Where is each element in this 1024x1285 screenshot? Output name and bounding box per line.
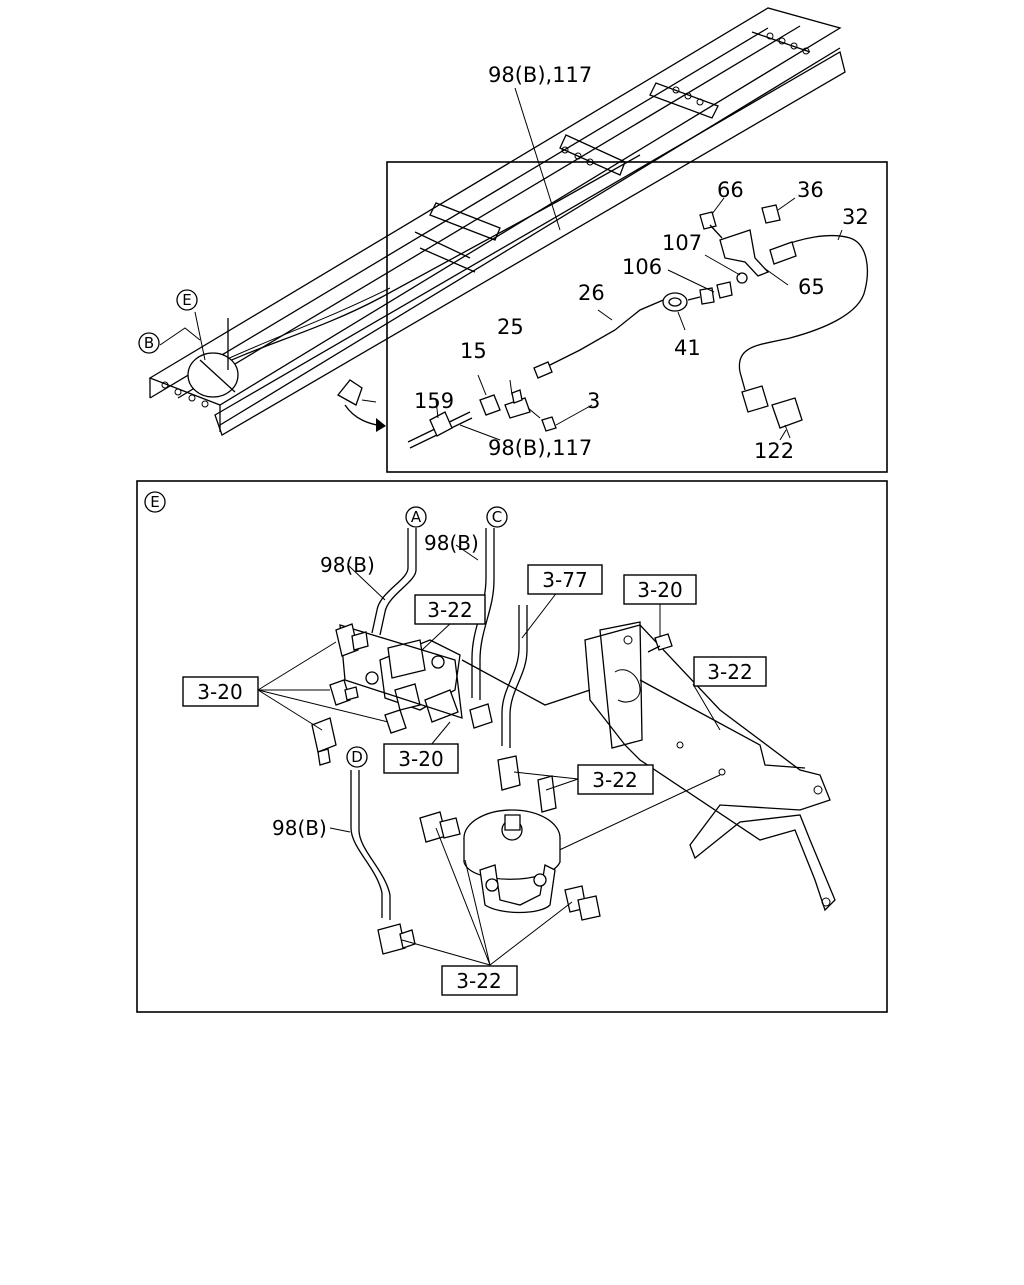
ref-box-3-77: 3-77 [542,568,587,592]
ref-box-3-20-lower: 3-20 [398,747,443,771]
callout-65: 65 [798,275,825,299]
callout-106: 106 [622,255,662,279]
callout-107: 107 [662,231,702,255]
ref-box-3-20-fittings: 3-20 [197,680,242,704]
callout-26: 26 [578,281,605,305]
chassis-frame [148,7,846,436]
ref-box-3-20-bolt: 3-20 [637,578,682,602]
circle-ref-a: A [411,508,422,526]
ref-box-3-22-fittings: 3-22 [592,768,637,792]
pipe-label-c: 98(B) [424,531,479,555]
callout-frame-pipe: 98(B),117 [488,63,592,87]
callout-detail-pipe: 98(B),117 [488,436,592,460]
circle-ref-c: C [492,508,502,526]
ref-box-3-22-relay: 3-22 [456,969,501,993]
callout-3: 3 [587,389,600,413]
pipe-label-a: 98(B) [320,553,375,577]
callout-41: 41 [674,336,701,360]
callout-15: 15 [460,339,487,363]
circle-ref-d: D [351,748,363,766]
ref-circle-e: E [182,291,191,309]
callout-66: 66 [717,178,744,202]
detail-e-labels: E A C D 98(B) 98(B) 98(B) 3-22 3-77 3-20… [144,491,767,996]
detail-e-parts [257,528,836,966]
top-circle-refs: E B [138,289,198,354]
callout-25: 25 [497,315,524,339]
detail-parts [407,197,868,449]
callout-122: 122 [754,439,794,463]
callout-32: 32 [842,205,869,229]
callout-36: 36 [797,178,824,202]
detail-box-top [386,161,888,473]
callout-159: 159 [414,389,454,413]
ref-box-3-22-valve: 3-22 [427,598,472,622]
pipe-label-d: 98(B) [272,816,327,840]
ref-box-3-22-bracket: 3-22 [707,660,752,684]
detail-e-frame [136,480,888,1013]
top-callouts: 98(B),117 66 36 32 107 106 65 26 25 15 4… [414,63,869,463]
section-ref-e: E [150,493,159,511]
ref-circle-b: B [144,334,154,352]
